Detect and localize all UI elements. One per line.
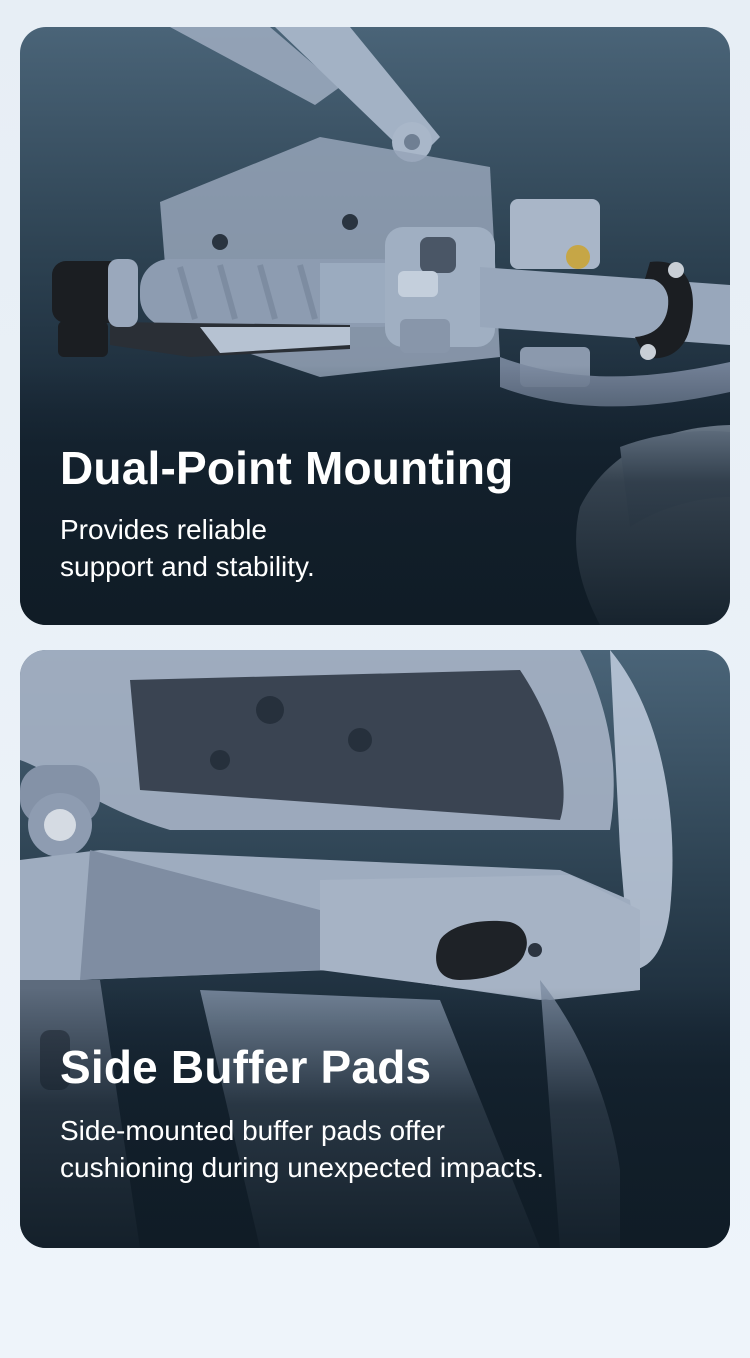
image-fade-overlay [20, 365, 730, 625]
section-description: Provides reliable support and stability. [60, 514, 315, 582]
section-description: Side-mounted buffer pads offer cushionin… [60, 1115, 545, 1183]
section-title: Dual-Point Mounting [60, 442, 514, 494]
feature-card-dual-point-mounting: Dual-Point Mounting Provides reliable su… [20, 27, 730, 625]
section-title: Side Buffer Pads [60, 1041, 432, 1093]
image-fade-overlay [20, 988, 730, 1248]
feature-card-side-buffer-pads: Side Buffer Pads Side-mounted buffer pad… [20, 650, 730, 1248]
